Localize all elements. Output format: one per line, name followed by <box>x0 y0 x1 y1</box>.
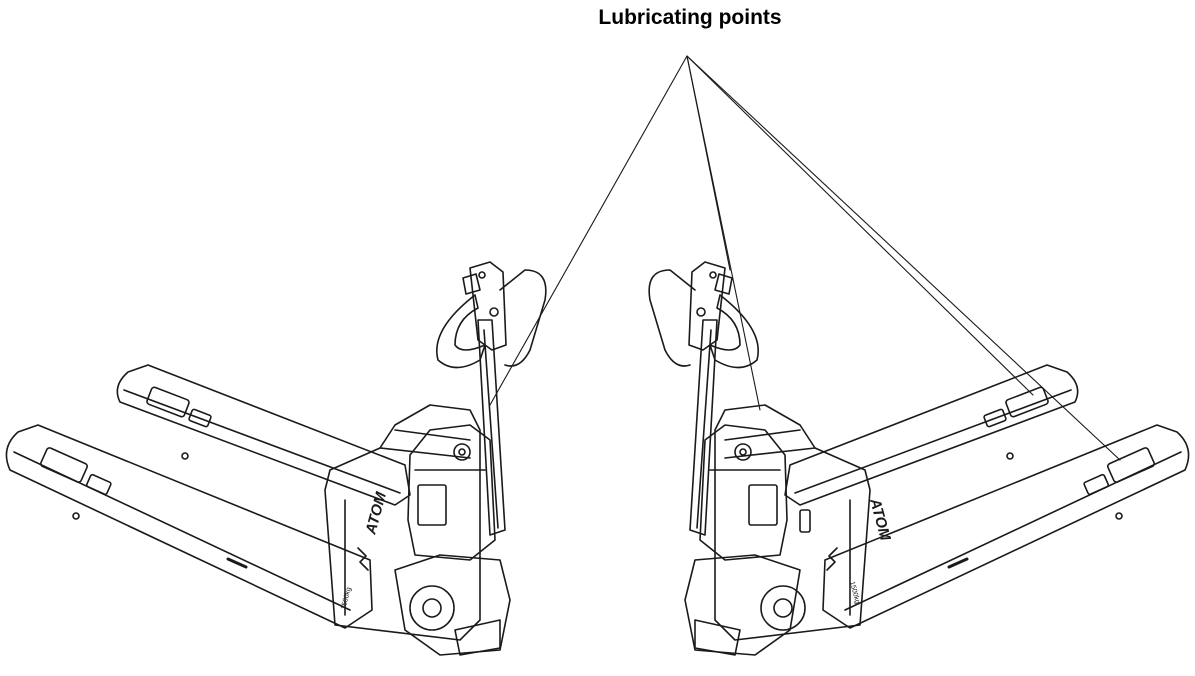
right-tiller-handle <box>648 261 759 369</box>
right-tiller <box>689 319 718 536</box>
right-drive-wheel <box>684 554 806 656</box>
left-front-fork <box>5 424 373 629</box>
right-brand-label: ATOM <box>866 496 894 543</box>
callout-title: Lubricating points <box>598 6 782 29</box>
left-pallet-truck: ATOM 1500kg <box>5 261 547 656</box>
right-front-fork <box>822 424 1190 629</box>
left-battery-box <box>407 424 496 561</box>
left-rear-fork <box>116 364 411 506</box>
left-tiller <box>477 319 506 536</box>
right-battery-box <box>699 424 811 561</box>
left-drive-wheel <box>394 554 511 656</box>
leader-line-left-tiller <box>489 55 688 406</box>
left-model-badge: 1500kg <box>340 586 353 610</box>
right-pallet-truck: ATOM 1500kg <box>648 261 1190 656</box>
leader-line-right-tiller <box>686 55 761 411</box>
callout-leader-lines <box>489 55 1121 461</box>
left-brand-label: ATOM <box>362 490 390 537</box>
left-chassis: ATOM 1500kg <box>324 404 481 641</box>
left-tiller-handle <box>436 261 547 369</box>
leader-line-right-rear-fork <box>686 55 1034 396</box>
leader-line-right-front-fork <box>686 55 1121 461</box>
right-rear-fork <box>784 364 1079 506</box>
